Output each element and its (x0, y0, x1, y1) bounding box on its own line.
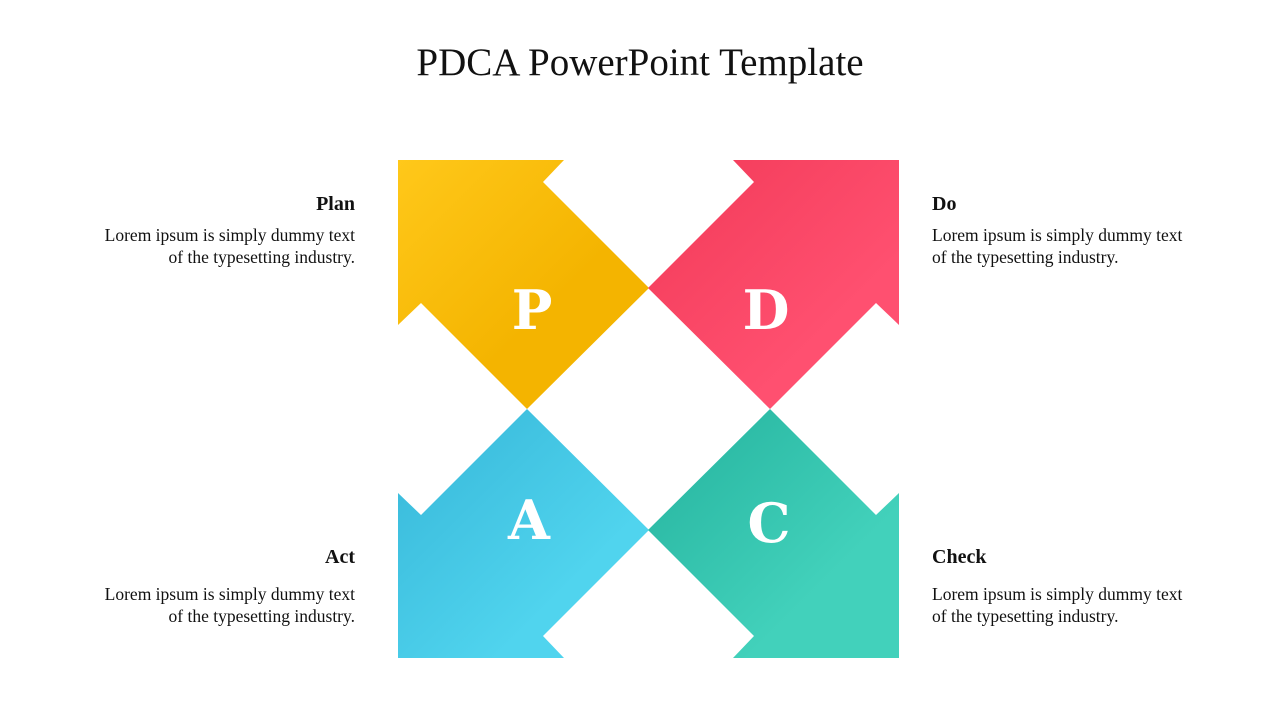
act-text: Lorem ipsum is simply dummy text of the … (104, 584, 355, 626)
act-block: Act Lorem ipsum is simply dummy text of … (95, 546, 355, 627)
check-block: Check Lorem ipsum is simply dummy text o… (932, 546, 1192, 627)
do-letter: D (743, 278, 790, 342)
check-heading: Check (932, 546, 987, 568)
plan-arrow: P (398, 160, 649, 409)
act-arrow (398, 409, 649, 658)
slide-title: PDCA PowerPoint Template (416, 41, 864, 84)
plan-heading: Plan (316, 193, 355, 215)
plan-text: Lorem ipsum is simply dummy text of the … (104, 225, 355, 267)
do-arrow (648, 160, 899, 409)
do-text: Lorem ipsum is simply dummy text of the … (932, 225, 1183, 267)
check-text: Lorem ipsum is simply dummy text of the … (932, 584, 1183, 626)
act-letter: A (507, 488, 551, 552)
act-heading: Act (325, 546, 355, 568)
plan-block: Plan Lorem ipsum is simply dummy text of… (95, 193, 355, 268)
do-block: Do Lorem ipsum is simply dummy text of t… (932, 193, 1192, 268)
do-heading: Do (932, 193, 957, 215)
plan-letter: P (512, 278, 553, 342)
check-letter: C (748, 491, 791, 555)
check-arrow (648, 409, 899, 658)
